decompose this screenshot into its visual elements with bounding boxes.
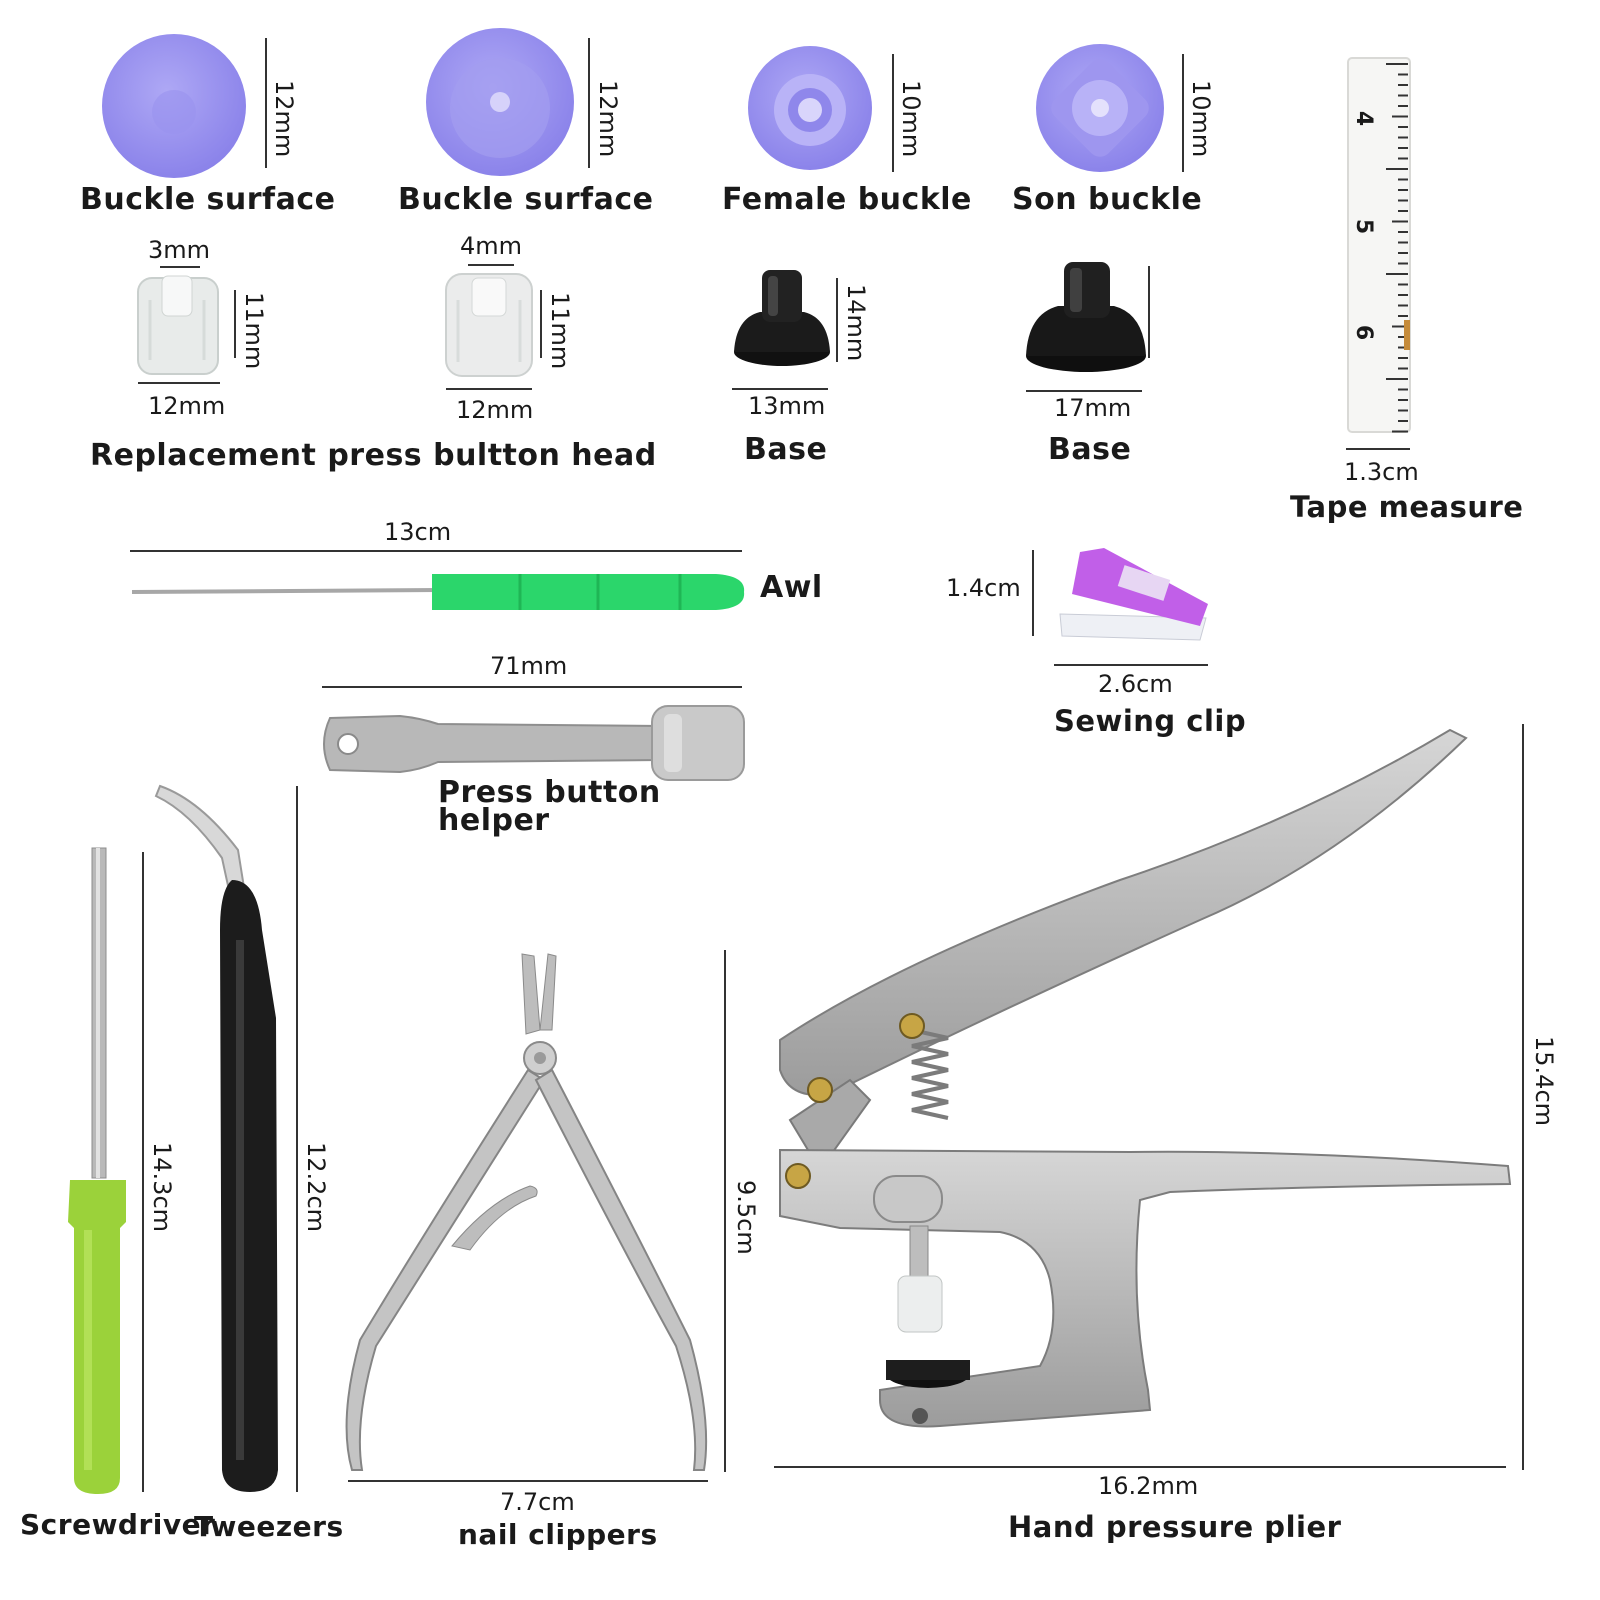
- base-2-bottom-dim: 17mm: [1054, 394, 1132, 422]
- nail-clippers-height-dim: 9.5cm: [732, 1180, 760, 1255]
- nail-clippers-label: nail clippers: [458, 1518, 658, 1551]
- awl-label: Awl: [760, 570, 823, 605]
- buckle-surface-2-label: Buckle surface: [398, 182, 654, 217]
- awl-image: [131, 574, 745, 610]
- tape-mark-5: 5: [1351, 218, 1377, 235]
- hand-pressure-plier-image: [779, 728, 1512, 1428]
- replacement-head-label: Replacement press bultton head: [90, 438, 657, 473]
- screwdriver-image: [68, 847, 126, 1494]
- awl-dim: 13cm: [384, 518, 452, 546]
- female-buckle-image: [748, 46, 872, 170]
- sewing-clip-height-dim: 1.4cm: [946, 574, 1021, 602]
- hand-pressure-plier-label: Hand pressure plier: [1008, 1510, 1342, 1544]
- head-2-top-dim: 4mm: [460, 232, 523, 260]
- female-buckle-dim: 10mm: [897, 80, 925, 158]
- head-2-bottom-dim: 12mm: [456, 396, 534, 424]
- press-button-helper-label-1: Press button: [438, 775, 661, 810]
- screwdriver-label: Screwdriver: [20, 1508, 216, 1541]
- base-2-image: [1026, 262, 1146, 372]
- son-buckle-dim: 10mm: [1187, 80, 1215, 158]
- tape-measure-label: Tape measure: [1290, 490, 1524, 524]
- female-buckle-label: Female buckle: [722, 182, 972, 217]
- son-buckle-label: Son buckle: [1012, 182, 1203, 217]
- nail-clippers-image: [345, 953, 708, 1471]
- press-button-helper-image: [323, 705, 745, 781]
- tweezers-label: Tweezers: [194, 1510, 344, 1543]
- tape-mark-6: 6: [1351, 324, 1377, 341]
- sewing-clip-label: Sewing clip: [1054, 704, 1247, 738]
- head-1-image: [137, 275, 219, 375]
- hand-pressure-plier-width-dim: 16.2mm: [1098, 1472, 1199, 1500]
- buckle-surface-2-dim: 12mm: [594, 80, 622, 158]
- tape-measure-dim: 1.3cm: [1344, 458, 1419, 486]
- base-2-label: Base: [1048, 432, 1132, 467]
- buckle-surface-1-dim: 12mm: [270, 80, 298, 158]
- buckle-surface-1-label: Buckle surface: [80, 182, 336, 217]
- press-button-helper-dim: 71mm: [490, 652, 568, 680]
- base-1-bottom-dim: 13mm: [748, 392, 826, 420]
- base-1-image: [734, 270, 830, 366]
- tape-mark-4: 4: [1351, 110, 1377, 127]
- press-button-helper-label-2: helper: [438, 803, 550, 838]
- buckle-surface-1-image: [102, 34, 246, 178]
- hand-pressure-plier-height-dim: 15.4cm: [1530, 1036, 1558, 1127]
- head-2-image: [445, 273, 533, 377]
- nail-clippers-width-dim: 7.7cm: [500, 1488, 575, 1516]
- head-1-top-dim: 3mm: [148, 236, 211, 264]
- base-1-label: Base: [744, 432, 828, 467]
- tweezers-dim: 12.2cm: [302, 1142, 330, 1233]
- sewing-clip-image: [1059, 548, 1208, 641]
- tweezers-image: [154, 784, 278, 1492]
- buckle-surface-2-image: [426, 28, 574, 176]
- sewing-clip-width-dim: 2.6cm: [1098, 670, 1173, 698]
- son-buckle-image: [1036, 44, 1164, 172]
- head-1-side-dim: 11mm: [240, 292, 268, 370]
- base-1-side-dim: 14mm: [842, 284, 870, 362]
- tape-measure-image: [1347, 57, 1411, 433]
- head-1-bottom-dim: 12mm: [148, 392, 226, 420]
- screwdriver-dim: 14.3cm: [148, 1142, 176, 1233]
- head-2-side-dim: 11mm: [546, 292, 574, 370]
